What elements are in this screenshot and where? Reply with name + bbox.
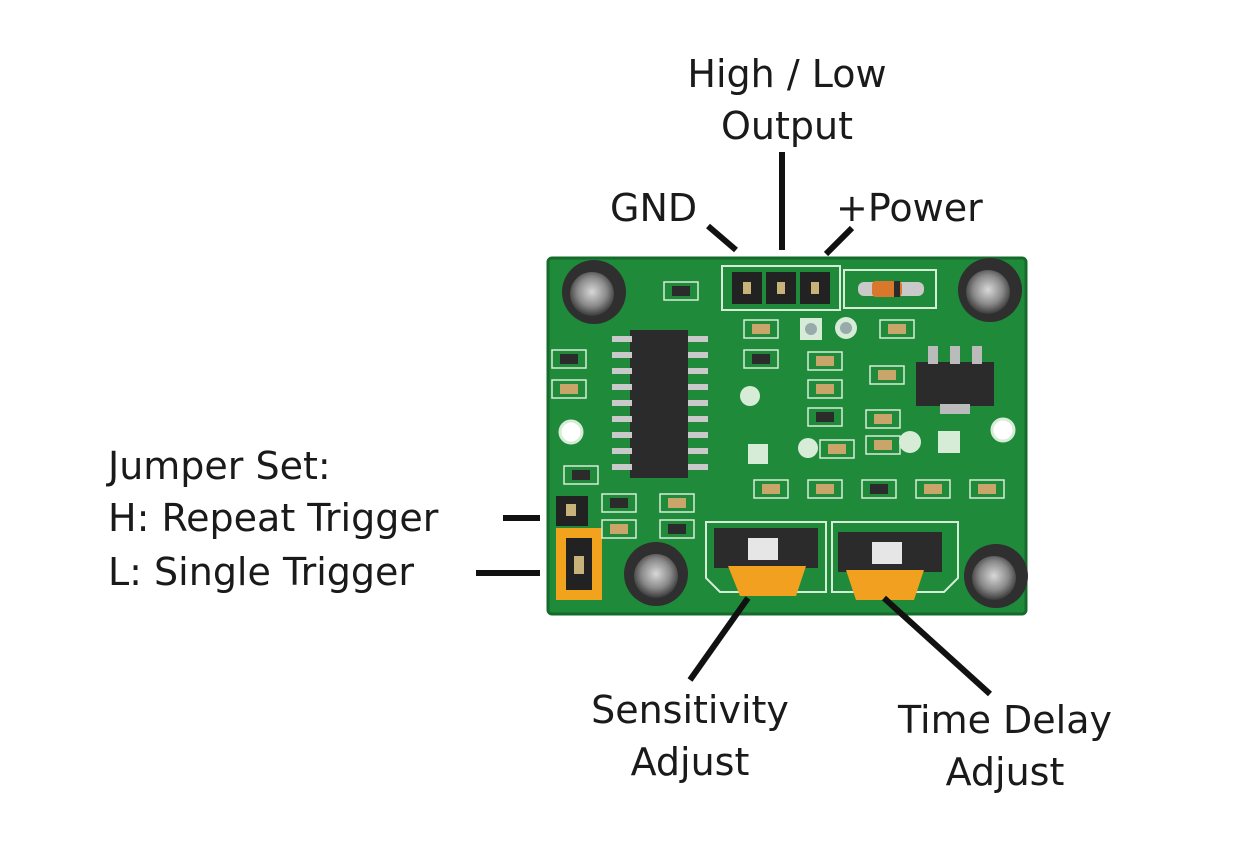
ic-pin	[612, 336, 632, 342]
smd-part	[563, 465, 599, 485]
ic-pin	[612, 368, 632, 374]
diode-outline	[843, 269, 937, 309]
ic-pin	[688, 400, 708, 406]
capacitor-bottom-right	[964, 544, 1028, 608]
label-jumper-set: Jumper Set:	[108, 444, 331, 488]
smd-part	[753, 479, 789, 499]
label-high-low-line1: High / Low	[687, 52, 887, 96]
smd-part	[743, 319, 779, 339]
ic-pin	[688, 368, 708, 374]
smd-part	[743, 349, 779, 369]
mount-hole-left	[558, 419, 584, 445]
label-sensitivity-adjust: Sensitivity Adjust	[560, 684, 820, 788]
smd-part	[879, 319, 915, 339]
smd-part	[869, 365, 905, 385]
ic-pin	[688, 336, 708, 342]
header-pins	[732, 272, 830, 304]
smd-components	[551, 281, 1005, 539]
smd-part	[865, 409, 901, 429]
jumper-block	[556, 496, 602, 600]
ic-pin	[612, 384, 632, 390]
smd-part	[551, 379, 587, 399]
smd-part	[659, 493, 695, 513]
label-sensitivity-line2: Adjust	[630, 740, 750, 784]
smd-part	[601, 519, 637, 539]
ic-pin	[688, 432, 708, 438]
label-time-delay-adjust: Time Delay Adjust	[870, 694, 1140, 798]
diode	[858, 281, 924, 297]
smd-part	[551, 349, 587, 369]
line-time-delay	[881, 595, 993, 697]
label-gnd: GND	[610, 186, 698, 230]
smd-part	[807, 479, 843, 499]
ic-pin	[612, 352, 632, 358]
smd-part	[601, 493, 637, 513]
ic-pin	[688, 416, 708, 422]
ic-pin	[612, 448, 632, 454]
mount-hole-right	[990, 417, 1016, 443]
sensitivity-pot	[714, 528, 818, 596]
line-sensitivity	[687, 596, 751, 682]
smd-part	[807, 407, 843, 427]
label-high-low-output: High / Low Output	[652, 48, 922, 152]
label-time-delay-line2: Adjust	[945, 750, 1065, 794]
ic-pin	[612, 416, 632, 422]
smd-part	[861, 479, 897, 499]
ic-pin	[688, 384, 708, 390]
ic-pin	[688, 352, 708, 358]
line-power	[823, 225, 855, 257]
ic-pin	[688, 448, 708, 454]
smd-part	[915, 479, 951, 499]
label-power: +Power	[836, 186, 983, 230]
label-time-delay-line1: Time Delay	[897, 698, 1113, 742]
leader-lines	[476, 152, 993, 697]
ic-pin	[612, 432, 632, 438]
smd-part	[659, 519, 695, 539]
smd-part	[865, 435, 901, 455]
smd-part	[819, 439, 855, 459]
pot-outline-right	[831, 521, 959, 593]
regulator	[916, 346, 994, 414]
line-gnd	[706, 223, 738, 253]
capacitor-bottom-left	[624, 542, 688, 606]
round-pads	[740, 317, 960, 464]
smd-part	[807, 351, 843, 371]
ic-pin	[612, 464, 632, 470]
header-outline	[721, 265, 841, 311]
ic-pin	[612, 400, 632, 406]
time-delay-pot	[838, 532, 942, 600]
label-sensitivity-line1: Sensitivity	[591, 688, 789, 732]
smd-part	[969, 479, 1005, 499]
capacitor-top-left	[562, 260, 626, 324]
smd-part	[807, 379, 843, 399]
label-output-line2: Output	[721, 104, 853, 148]
capacitor-top-right	[958, 258, 1022, 322]
label-single-trigger: L: Single Trigger	[108, 550, 415, 594]
smd-part	[663, 281, 699, 301]
ic-chip	[612, 330, 708, 478]
ic-pin	[688, 464, 708, 470]
label-repeat-trigger: H: Repeat Trigger	[108, 496, 439, 540]
